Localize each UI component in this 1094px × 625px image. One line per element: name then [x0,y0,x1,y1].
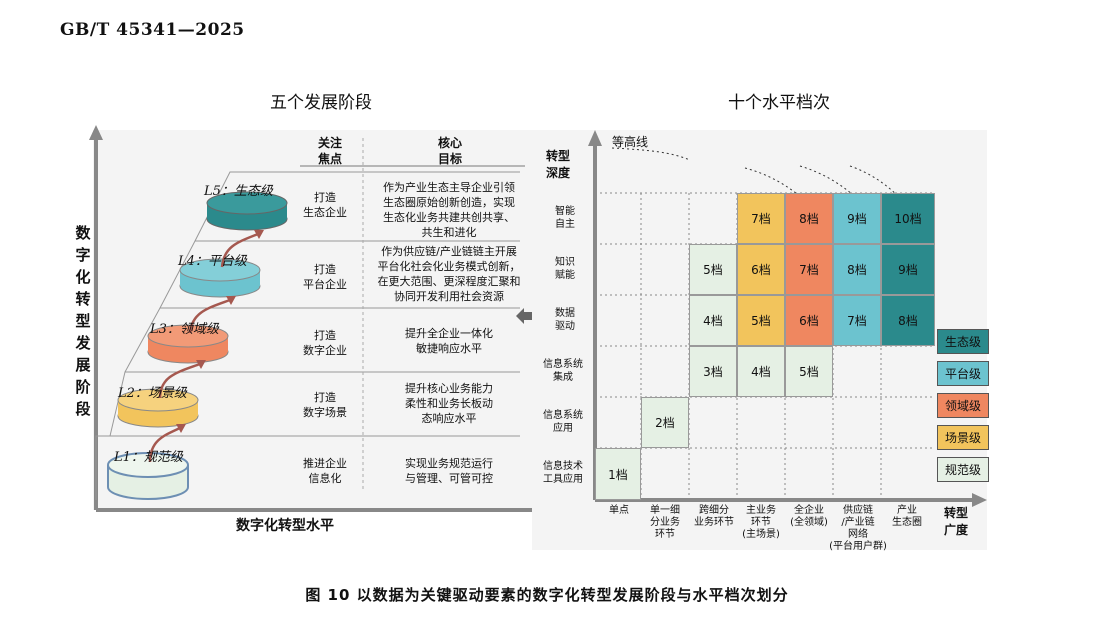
left-x-axis-label: 数字化转型水平 [236,518,334,534]
grid-cell: 5档 [737,295,785,346]
cylinder-l3 [147,324,229,364]
grid-cell: 4档 [689,295,737,346]
grid-cell: 6档 [737,244,785,295]
legend-label: 平台级 [944,367,981,381]
right-panel-title: 十个水平档次 [728,93,830,113]
contour-label: 等高线 [612,135,649,149]
grid-cell: 5档 [689,244,737,295]
grid-cell: 10档 [881,193,935,244]
col-label-6: 产业 生态圈 [892,505,922,528]
grid-cell: 8档 [785,193,833,244]
left-y-axis-label: 数字化转型发展阶段 [75,224,91,418]
col-label-3: 主业务 环节 (主场景) [742,505,780,540]
legend-platform: 平台级 [937,361,989,386]
goal-l4: 作为供应链/产业链链主开展 平台化社会化业务模式创新， 在更大范围、更深程度汇聚… [377,245,521,303]
legend-label: 场景级 [944,431,981,445]
grid-cell: 9档 [833,193,881,244]
legend-label: 领域级 [944,399,981,413]
level-name-l4: L4：平台级 [178,254,247,269]
legend-label: 生态级 [944,335,981,349]
col-label-5: 供应链 /产业链 网络 (平台用户群) [829,505,887,552]
focus-l1: 推进企业 信息化 [303,457,347,485]
goal-l2: 提升核心业务能力 柔性和业务长板动 态响应水平 [405,382,493,425]
level-name-l1: L1：规范级 [114,450,183,465]
legend-label: 规范级 [944,463,981,477]
col-label-0: 单点 [609,505,629,516]
level-name-l5: L5：生态级 [204,184,273,199]
legend-domain: 领域级 [937,393,989,418]
cylinder-l4 [179,258,261,298]
grid-cell: 6档 [785,295,833,346]
focus-l4: 打造 平台企业 [303,263,347,291]
legend-eco: 生态级 [937,329,989,354]
grid-cell: 3档 [689,346,737,397]
grid-cell: 8档 [881,295,935,346]
level-name-l3: L3：领域级 [150,322,219,337]
standard-number: GB/T 45341—2025 [60,20,245,40]
focus-l2: 打造 数字场景 [303,391,347,419]
legend-standard: 规范级 [937,457,989,482]
col-label-2: 跨细分 业务环节 [694,505,734,528]
cylinder-l1 [107,452,189,500]
focus-l3: 打造 数字企业 [303,329,347,357]
col-header-focus: 关注 焦点 [317,136,342,166]
row-label-application: 信息系统 应用 [543,410,583,434]
grid-cell: 5档 [785,346,833,397]
breadth-axis-label: 转型 广度 [944,506,969,537]
cylinder-l5 [206,191,288,231]
col-header-goal: 核心 目标 [437,136,462,166]
grid-cell: 7档 [737,193,785,244]
col-label-4: 全企业 (全领域) [790,505,828,528]
focus-l5: 打造 生态企业 [303,191,347,219]
cylinder-l2 [117,388,199,428]
grid-cell: 7档 [785,244,833,295]
row-label-integration: 信息系统 集成 [543,359,583,383]
grid-cell: 8档 [833,244,881,295]
grid-cell: 7档 [833,295,881,346]
goal-l1: 实现业务规范运行 与管理、可管可控 [405,457,493,485]
level-name-l2: L2：场景级 [118,386,187,401]
legend-scene: 场景级 [937,425,989,450]
figure-caption: 图 10 以数据为关键驱动要素的数字化转型发展阶段与水平档次划分 [305,586,789,604]
grid-cell: 9档 [881,244,935,295]
left-panel-title: 五个发展阶段 [270,93,372,113]
grid-cell: 1档 [595,448,641,500]
col-label-1: 单一细 分业务 环节 [650,505,680,540]
row-label-tools: 信息技术 工具应用 [543,461,583,485]
row-label-knowledge: 知识 赋能 [555,257,575,281]
goal-l5: 作为产业生态主导企业引领 生态圈原始创新创造，实现 生态化业务共建共创共享、 共… [383,181,515,239]
grid-cell: 4档 [737,346,785,397]
goal-l3: 提升全企业一体化 敏捷响应水平 [405,327,493,355]
grid-cell: 2档 [641,397,689,448]
row-label-data: 数据 驱动 [555,308,575,332]
depth-axis-label: 转型 深度 [546,149,571,180]
row-label-smart: 智能 自主 [555,206,575,230]
